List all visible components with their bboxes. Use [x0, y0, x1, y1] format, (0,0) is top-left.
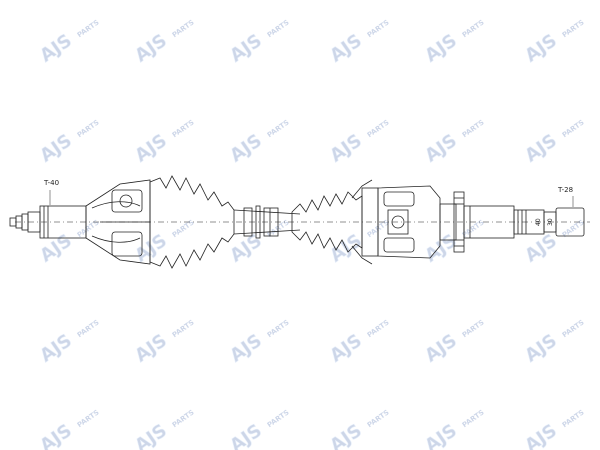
svg-text:AJS: AJS: [521, 230, 561, 266]
svg-text:AJS: AJS: [421, 30, 461, 66]
svg-text:AJS: AJS: [36, 30, 76, 66]
svg-text:PARTS: PARTS: [366, 408, 391, 429]
svg-text:AJS: AJS: [131, 330, 171, 366]
svg-text:AJS: AJS: [421, 230, 461, 266]
svg-text:PARTS: PARTS: [266, 118, 291, 139]
svg-text:AJS: AJS: [131, 130, 171, 166]
svg-text:PARTS: PARTS: [266, 318, 291, 339]
svg-text:PARTS: PARTS: [266, 18, 291, 39]
svg-text:AJS: AJS: [521, 420, 561, 450]
right-spline-stub: [463, 205, 585, 239]
svg-text:AJS: AJS: [226, 130, 266, 166]
svg-text:PARTS: PARTS: [461, 218, 486, 239]
svg-text:PARTS: PARTS: [366, 18, 391, 39]
svg-text:PARTS: PARTS: [561, 318, 586, 339]
svg-text:PARTS: PARTS: [76, 18, 101, 39]
drive-shaft: [9, 175, 590, 269]
svg-text:PARTS: PARTS: [461, 318, 486, 339]
svg-text:PARTS: PARTS: [171, 318, 196, 339]
svg-text:PARTS: PARTS: [461, 118, 486, 139]
inner-cv-joint: [351, 179, 457, 265]
svg-text:AJS: AJS: [326, 30, 366, 66]
watermark-layer: AJSPARTSAJSPARTSAJSPARTSAJSPARTSAJSPARTS…: [36, 18, 586, 450]
svg-text:AJS: AJS: [131, 30, 171, 66]
dimension-label-b: 30: [547, 218, 554, 226]
svg-text:PARTS: PARTS: [461, 408, 486, 429]
svg-text:PARTS: PARTS: [76, 118, 101, 139]
svg-text:AJS: AJS: [36, 420, 76, 450]
svg-text:AJS: AJS: [36, 230, 76, 266]
svg-text:PARTS: PARTS: [561, 408, 586, 429]
svg-text:AJS: AJS: [226, 330, 266, 366]
svg-text:AJS: AJS: [226, 30, 266, 66]
svg-text:PARTS: PARTS: [171, 408, 196, 429]
svg-text:PARTS: PARTS: [461, 18, 486, 39]
svg-text:PARTS: PARTS: [76, 218, 101, 239]
svg-text:PARTS: PARTS: [171, 118, 196, 139]
svg-text:AJS: AJS: [326, 420, 366, 450]
svg-text:PARTS: PARTS: [76, 318, 101, 339]
svg-text:PARTS: PARTS: [171, 18, 196, 39]
right-thread-label: T-28: [557, 186, 573, 194]
svg-text:AJS: AJS: [521, 130, 561, 166]
svg-text:PARTS: PARTS: [266, 408, 291, 429]
svg-text:AJS: AJS: [521, 30, 561, 66]
left-thread-stub: [9, 205, 87, 239]
outer-cv-joint: [85, 179, 151, 265]
svg-text:AJS: AJS: [421, 330, 461, 366]
svg-text:PARTS: PARTS: [366, 318, 391, 339]
svg-text:PARTS: PARTS: [76, 408, 101, 429]
svg-text:AJS: AJS: [421, 420, 461, 450]
svg-text:AJS: AJS: [421, 130, 461, 166]
svg-text:PARTS: PARTS: [366, 118, 391, 139]
svg-text:AJS: AJS: [36, 130, 76, 166]
svg-text:AJS: AJS: [131, 420, 171, 450]
svg-text:PARTS: PARTS: [561, 18, 586, 39]
shaft: [233, 205, 301, 239]
svg-text:AJS: AJS: [326, 330, 366, 366]
svg-text:PARTS: PARTS: [561, 118, 586, 139]
dimension-label-a: 40: [535, 218, 542, 226]
left-thread-label: T-40: [43, 179, 59, 187]
svg-text:AJS: AJS: [521, 330, 561, 366]
svg-text:PARTS: PARTS: [171, 218, 196, 239]
svg-text:AJS: AJS: [226, 420, 266, 450]
svg-text:AJS: AJS: [36, 330, 76, 366]
svg-text:AJS: AJS: [131, 230, 171, 266]
svg-text:AJS: AJS: [326, 130, 366, 166]
